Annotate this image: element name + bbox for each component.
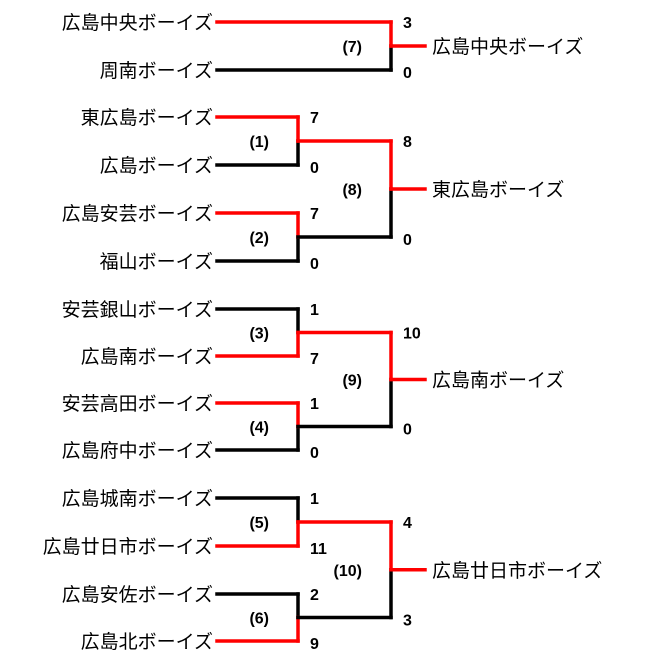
score: 0 xyxy=(310,256,319,273)
team-name: 広島ボーイズ xyxy=(100,155,213,177)
team-name: 広島南ボーイズ xyxy=(81,346,213,368)
champion-name: 広島中央ボーイズ xyxy=(432,36,583,58)
score: 1 xyxy=(310,396,319,413)
match-number: (6) xyxy=(249,611,269,628)
match-number: (7) xyxy=(342,39,362,56)
score: 7 xyxy=(310,351,319,368)
score: 7 xyxy=(310,206,319,223)
team-name: 広島城南ボーイズ xyxy=(62,488,213,510)
score: 7 xyxy=(310,110,319,127)
score: 10 xyxy=(403,326,421,343)
champion-name: 東広島ボーイズ xyxy=(432,179,564,201)
team-name: 安芸銀山ボーイズ xyxy=(62,299,213,321)
team-name: 東広島ボーイズ xyxy=(81,107,213,129)
score: 0 xyxy=(310,445,319,462)
team-name: 広島府中ボーイズ xyxy=(62,440,213,462)
champion-name: 広島南ボーイズ xyxy=(432,370,564,392)
team-name: 広島北ボーイズ xyxy=(81,631,213,653)
match-number: (4) xyxy=(249,420,269,437)
team-name: 広島中央ボーイズ xyxy=(62,12,213,34)
score: 4 xyxy=(403,515,412,532)
score: 2 xyxy=(310,587,319,604)
match-number: (5) xyxy=(249,515,269,532)
team-name: 広島安芸ボーイズ xyxy=(62,203,213,225)
champion-name: 広島廿日市ボーイズ xyxy=(432,560,602,582)
match-number: (3) xyxy=(249,326,269,343)
match-number: (9) xyxy=(342,373,362,390)
match-number: (2) xyxy=(249,230,269,247)
score: 9 xyxy=(310,636,319,653)
score: 0 xyxy=(403,422,412,439)
score: 11 xyxy=(310,541,327,558)
match-number: (1) xyxy=(249,134,269,151)
score: 0 xyxy=(310,160,319,177)
score: 1 xyxy=(310,302,319,319)
team-name: 周南ボーイズ xyxy=(100,60,213,82)
team-name: 広島安佐ボーイズ xyxy=(62,584,213,606)
score: 8 xyxy=(403,134,412,151)
score: 3 xyxy=(403,15,412,32)
score: 0 xyxy=(403,65,412,82)
score: 3 xyxy=(403,613,412,630)
score: 0 xyxy=(403,232,412,249)
match-number: (10) xyxy=(334,563,362,580)
team-name: 安芸高田ボーイズ xyxy=(62,393,213,415)
team-name: 福山ボーイズ xyxy=(100,251,213,273)
team-name: 広島廿日市ボーイズ xyxy=(43,536,213,558)
score: 1 xyxy=(310,491,319,508)
match-number: (8) xyxy=(342,182,362,199)
